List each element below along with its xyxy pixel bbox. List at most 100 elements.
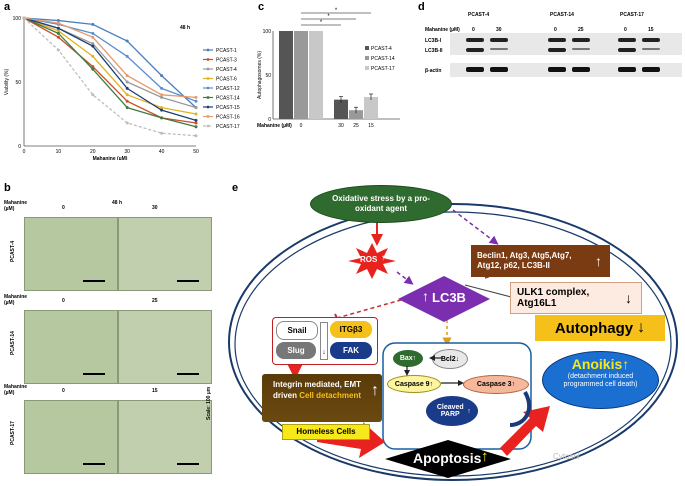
band-label-lc3b-i: LC3B-I xyxy=(425,38,442,44)
apoptosis-diamond-shape xyxy=(385,440,511,478)
dose-label-left: 0 xyxy=(62,388,65,394)
data-point xyxy=(125,54,129,58)
anoikis-text: Anoikis xyxy=(571,356,623,372)
bcl2-down-icon: ↓ xyxy=(455,355,460,363)
data-point xyxy=(91,67,95,71)
dose-label-right: 30 xyxy=(152,205,158,211)
band-lc3b-i xyxy=(490,38,508,42)
integrin-text-wrap: Integrin mediated, EMT driven Cell detac… xyxy=(267,379,367,401)
data-point xyxy=(125,93,129,97)
band-lc3b-ii xyxy=(642,48,660,50)
data-point xyxy=(56,48,60,52)
significance-star: * xyxy=(320,20,323,26)
bcl2-text: Bcl2 xyxy=(440,355,456,363)
apoptosis-to-anoikis-arrow xyxy=(500,406,550,456)
legend-label: PCAST-4 xyxy=(371,46,392,52)
beclin-text: Beclin1, Atg3, Atg5,Atg7, Atg12, p62, LC… xyxy=(477,251,572,270)
mahanine-label: Mahanine (µM) xyxy=(4,294,28,306)
data-point xyxy=(56,21,60,25)
lc3b-up-icon: ↑ xyxy=(422,288,429,304)
beclin-up-icon: ↑ xyxy=(595,253,602,269)
y-tick-label: 50 xyxy=(15,80,21,86)
blot-dose-label: 25 xyxy=(578,27,584,33)
ulk1-box: ULK1 complex, Atg16L1 ↓ xyxy=(510,282,642,314)
band-label-lc3b-ii: LC3B-II xyxy=(425,48,443,54)
caspase3-up-icon: ↑ xyxy=(511,381,516,388)
legend-marker xyxy=(206,58,210,61)
micrograph-treated xyxy=(118,400,212,474)
legend-swatch xyxy=(365,66,369,70)
data-point xyxy=(125,99,129,103)
integrin-text: Integrin mediated, EMT driven xyxy=(272,380,361,400)
band-lc3b-i xyxy=(572,38,590,42)
legend-label: PCAST-12 xyxy=(216,86,240,92)
y-tick-label: 50 xyxy=(265,73,271,79)
legend-swatch xyxy=(365,56,369,60)
cleaved-parp-text: Cleaved PARP xyxy=(436,404,464,418)
caspase9-node: Caspase 9↑ xyxy=(387,375,441,393)
band-lc3b-i xyxy=(466,38,484,42)
lc3b-node: ↑ LC3B xyxy=(398,276,490,322)
itg-text: ITGβ3 xyxy=(339,325,363,334)
cell-detachment-text: Cell detachment xyxy=(299,391,362,400)
data-point xyxy=(125,74,129,78)
scale-bar xyxy=(177,280,199,282)
data-point xyxy=(56,29,60,33)
legend-label: PCAST-6 xyxy=(216,77,237,83)
lc3b-diamond-shape xyxy=(398,276,490,322)
data-point xyxy=(160,108,164,112)
data-point xyxy=(125,121,129,125)
band-lc3b-ii xyxy=(490,48,508,50)
y-axis-label: Autophagosomes (%) xyxy=(257,51,263,99)
band-actin xyxy=(642,67,660,72)
legend-marker xyxy=(206,77,210,80)
x-tick-label: 30 xyxy=(338,123,344,129)
dose-label-left: 0 xyxy=(62,298,65,304)
series-line-pcast-3 xyxy=(23,17,197,124)
series-line-pcast-4 xyxy=(23,17,197,109)
bax-text: Bax xyxy=(399,355,413,362)
beclin-box: Beclin1, Atg3, Atg5,Atg7, Atg12, p62, LC… xyxy=(471,245,610,277)
band-lc3b-i xyxy=(548,38,566,42)
legend-label: PCAST-17 xyxy=(371,66,395,72)
data-point xyxy=(160,93,164,97)
legend-marker xyxy=(206,67,210,71)
mahanine-label-d: Mahanine (µM) xyxy=(425,27,460,33)
data-point xyxy=(91,44,95,48)
panel-b-timepoint: 48 h xyxy=(112,200,123,206)
blot-dose-label: 0 xyxy=(472,27,475,33)
dose-label-right: 15 xyxy=(152,388,158,394)
panel-c-label: c xyxy=(258,1,265,13)
legend-marker xyxy=(206,96,210,99)
panel-b-label: b xyxy=(4,182,11,194)
bax-up-icon: ↑ xyxy=(412,355,417,362)
cell-line-label: PCAST-14 xyxy=(10,331,16,355)
ros-burst-shape xyxy=(348,243,396,279)
cytosol-label: Cytosol xyxy=(553,452,580,461)
panel-d-label: d xyxy=(418,1,425,13)
data-point xyxy=(91,22,95,26)
legend-marker xyxy=(206,48,210,52)
micrograph-control xyxy=(24,217,118,291)
bar-treated-pcast-4 xyxy=(334,99,348,119)
y-tick-label: 100 xyxy=(13,16,22,22)
data-point xyxy=(194,112,198,116)
x-tick-label: 40 xyxy=(159,149,165,155)
mahanine-label: Mahanine (µM) xyxy=(4,384,28,396)
scale-bar xyxy=(83,280,105,282)
x-tick-label: 10 xyxy=(56,149,62,155)
legend-label: PCAST-1 xyxy=(216,48,237,54)
series-line-pcast-17 xyxy=(23,17,197,137)
panel-a-label: a xyxy=(4,1,11,13)
legend-label: PCAST-15 xyxy=(216,105,240,111)
bax-node: Bax↑ xyxy=(393,350,423,367)
blot-group-label: PCAST-17 xyxy=(620,12,644,18)
micrograph-treated xyxy=(118,217,212,291)
y-tick-label: 0 xyxy=(18,144,21,150)
homeless-text: Homeless Cells xyxy=(296,427,356,436)
snail-node: Snail xyxy=(276,321,318,340)
x-tick-label: 0 xyxy=(300,123,303,129)
band-actin xyxy=(572,67,590,72)
blot-group-label: PCAST-4 xyxy=(468,12,490,18)
